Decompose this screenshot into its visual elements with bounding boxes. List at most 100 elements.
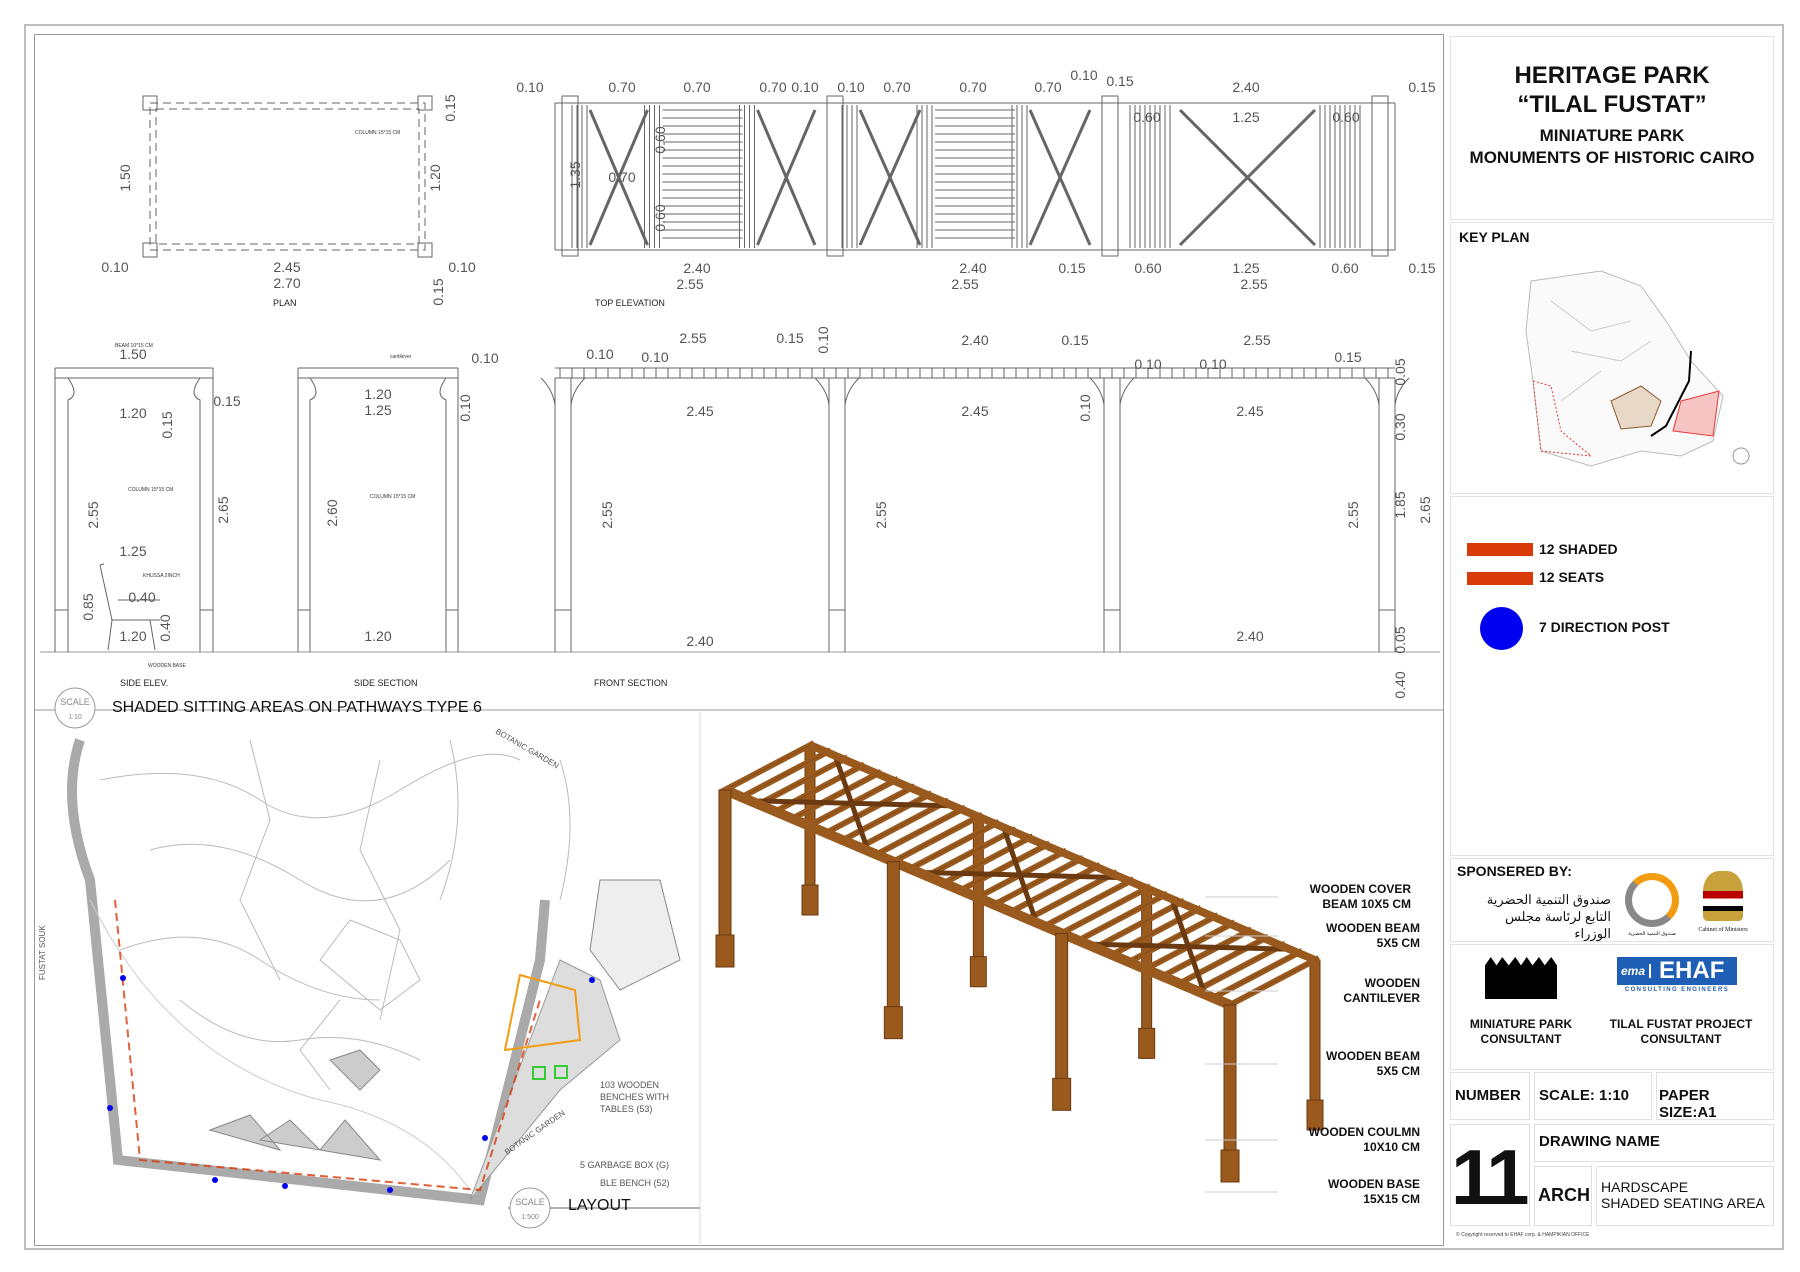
dimension-label: 2.40 — [686, 633, 713, 649]
dimension-label: 0.10 — [516, 79, 543, 95]
pergola-base — [883, 1006, 903, 1040]
dimension-label: 0.10 — [1070, 67, 1097, 83]
pergola-part-label: WOODEN — [1365, 976, 1420, 990]
urban-fund-logo-icon — [1625, 873, 1679, 927]
dimension-label: 2.40 — [1232, 79, 1259, 95]
dimension-label: 1.20 — [364, 386, 391, 402]
side-elevation-view — [54, 367, 214, 652]
dimension-label: 0.10 — [641, 349, 668, 365]
dimension-label: 0.40 — [128, 589, 155, 605]
dimension-label: 0.10 — [815, 326, 831, 353]
hampikian-logo-icon — [1485, 957, 1557, 999]
svg-text:TABLES (53): TABLES (53) — [600, 1104, 652, 1114]
dimension-label: 0.60 — [1133, 109, 1160, 125]
dimension-label: 0.15 — [1408, 260, 1435, 276]
dimension-label: 0.05 — [1392, 358, 1408, 385]
pergola-part-label: 15X15 CM — [1363, 1192, 1420, 1206]
note-beam: BEAM 10*15 CM — [115, 343, 153, 349]
dimension-label: 0.10 — [837, 79, 864, 95]
dimension-label: 0.10 — [1199, 356, 1226, 372]
dimension-label: 0.15 — [442, 94, 458, 121]
map-label-botanic-garden-top: BOTANIC GARDEN — [494, 727, 561, 771]
dimension-label: 2.40 — [683, 260, 710, 276]
legend-direction-post: 7 DIRECTION POST — [1539, 619, 1670, 635]
dimension-label: 1.25 — [119, 543, 146, 559]
svg-text:SCALE: SCALE — [60, 697, 90, 707]
sheet-number: 11 — [1451, 1133, 1529, 1221]
plan-view — [142, 95, 433, 258]
dimension-label: 2.45 — [961, 403, 988, 419]
svg-text:SCALE: SCALE — [515, 1197, 545, 1207]
dimension-label: 0.10 — [791, 79, 818, 95]
dimension-label: 1.25 — [1232, 109, 1259, 125]
dimension-label: 2.40 — [959, 260, 986, 276]
dimension-label: 0.85 — [80, 593, 96, 620]
north-arrow-icon — [1732, 447, 1750, 465]
direction-post-legend-icon — [1480, 607, 1523, 650]
dimension-label: 0.70 — [683, 79, 710, 95]
dimension-label: 0.70 — [1034, 79, 1061, 95]
pergola-part-label: WOODEN BEAM — [1326, 921, 1420, 935]
side-section-view — [297, 367, 459, 652]
sheet-outer-border — [24, 24, 1784, 1250]
key-plan-map — [1525, 270, 1750, 467]
pergola-base — [969, 956, 987, 988]
dimension-label: 0.40 — [157, 614, 173, 641]
key-plan-panel: KEY PLAN — [1450, 222, 1774, 494]
dimension-label: 0.60 — [1332, 109, 1359, 125]
dimension-label: 1.20 — [427, 164, 443, 191]
pergola-cross-beam — [1169, 898, 1208, 996]
map-label-bench: BLE BENCH (52) — [600, 1178, 670, 1188]
drawing-info-block: NUMBER SCALE: 1:10 PAPER SIZE:A1 11 DRAW… — [1450, 1072, 1774, 1248]
pergola-base — [1052, 1077, 1072, 1111]
label-side-section: SIDE SECTION — [354, 678, 418, 688]
dimension-label: 2.65 — [215, 496, 231, 523]
map-label-benches: 103 WOODEN — [600, 1080, 659, 1090]
dimension-label: 2.60 — [324, 499, 340, 526]
svg-text:BENCHES WITH: BENCHES WITH — [600, 1092, 669, 1102]
drawing-name-label: DRAWING NAME — [1539, 1133, 1660, 1150]
dimension-label: 2.55 — [1243, 332, 1270, 348]
title-panel: HERITAGE PARK“TILAL FUSTAT” MINIATURE PA… — [1450, 36, 1774, 220]
dimension-label: 0.15 — [1061, 332, 1088, 348]
dimension-label: 0.70 — [608, 169, 635, 185]
dimension-label: 0.15 — [213, 393, 240, 409]
pergola-part-label: 5X5 CM — [1377, 936, 1420, 950]
svg-text:1:500: 1:500 — [521, 1214, 539, 1221]
dimension-label: 0.60 — [1331, 260, 1358, 276]
dimension-label: 2.55 — [85, 501, 101, 528]
dimension-label: 1.20 — [364, 628, 391, 644]
pergola-part-label: WOODEN BASE — [1328, 1177, 1420, 1191]
dimension-label: 2.40 — [961, 332, 988, 348]
copyright-note: © Copyright reserved to EHAF corp. & HAM… — [1456, 1232, 1590, 1238]
pergola-part-label: 5X5 CM — [1377, 1064, 1420, 1078]
label-front-section: FRONT SECTION — [594, 678, 667, 688]
consultants-panel: ema EHAF CONSULTING ENGINEERS MINIATURE … — [1450, 944, 1774, 1070]
legend-seats: 12 SEATS — [1539, 569, 1605, 585]
dimension-label: 1.25 — [1232, 260, 1259, 276]
pergola-cross-beam — [1001, 826, 1039, 924]
legend-shaded: 12 SHADED — [1539, 541, 1618, 557]
key-plan-label: KEY PLAN — [1459, 229, 1530, 245]
cabinet-caption: Cabinet of Ministers — [1698, 927, 1748, 933]
dimension-label: 0.15 — [1106, 73, 1133, 89]
legend-panel: 12 SHADED 12 SEATS 7 DIRECTION POST — [1450, 496, 1774, 856]
dimension-label: 0.10 — [448, 259, 475, 275]
pergola-base — [1138, 1027, 1156, 1059]
pergola-cross-beam — [832, 754, 871, 852]
urban-fund-logo-caption: صندوق التنمية الحضرية — [1628, 931, 1676, 937]
front-section-view — [540, 367, 1410, 652]
dimension-label: 0.15 — [430, 278, 446, 305]
scale-bubble-layout: SCALE 1:500 — [509, 1187, 551, 1229]
dimension-label: 1.50 — [119, 346, 146, 362]
note-khussa: KHUSSA 2INCH — [143, 573, 180, 579]
pergola-base — [1220, 1149, 1240, 1183]
dimension-label: 0.70 — [759, 79, 786, 95]
map-label-garbage: 5 GARBAGE BOX (G) — [580, 1160, 669, 1170]
number-label: NUMBER — [1455, 1087, 1521, 1104]
dimension-label: 1.20 — [119, 628, 146, 644]
